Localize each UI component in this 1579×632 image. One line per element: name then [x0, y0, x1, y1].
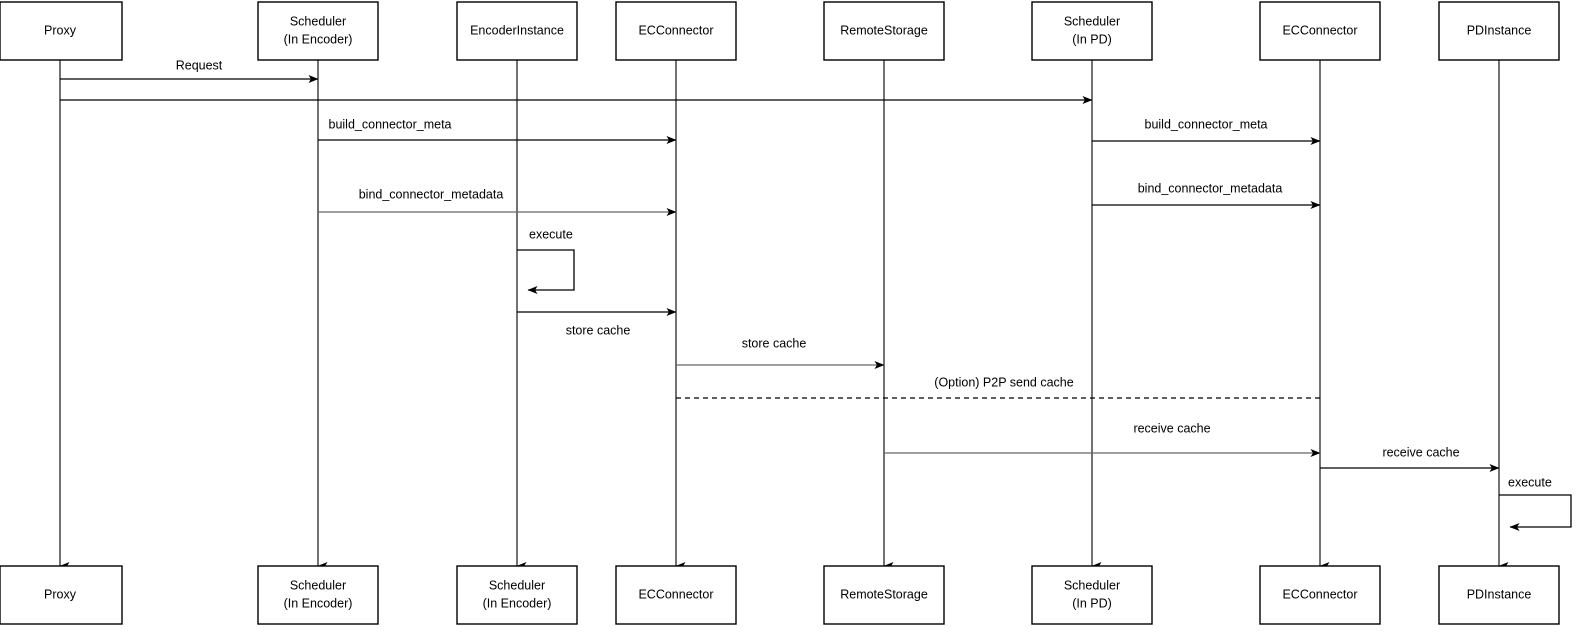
participant-box	[615, 1, 737, 61]
message-m9[interactable]: (Option) P2P send cache	[676, 375, 1320, 399]
participant-box	[1438, 1, 1560, 61]
participant-box	[257, 565, 379, 625]
self-message-arrow	[1499, 494, 1572, 531]
message-label: (Option) P2P send cache	[934, 375, 1073, 389]
lifelines-layer	[59, 60, 1509, 570]
participant-boxes-top: Proxy Scheduler (In Encoder) EncoderInstanc…	[0, 1, 1560, 61]
participant-label-line2: (In PD)	[1072, 596, 1112, 610]
message-label: receive cache	[1133, 421, 1210, 435]
message-label: build_connector_meta	[329, 117, 452, 131]
message-m5[interactable]: bind_connector_metadata	[318, 187, 677, 216]
message-label: build_connector_meta	[1145, 117, 1268, 131]
participant-label-line1: ECConnector	[1282, 587, 1357, 601]
participant-box	[823, 1, 945, 61]
message-m1[interactable]: Request	[60, 58, 319, 83]
message-label: bind_connector_metadata	[359, 187, 504, 201]
self-messages-layer: execute execute	[517, 227, 1572, 531]
participant-box	[1259, 565, 1381, 625]
participant-foot-pd-inst[interactable]: PDInstance	[1438, 565, 1560, 625]
participant-label-line2: (In Encoder)	[483, 596, 552, 610]
participant-label-line1: RemoteStorage	[840, 587, 928, 601]
participant-label-line1: Proxy	[44, 587, 77, 601]
participant-label-line1: RemoteStorage	[840, 23, 928, 37]
participant-label-line1: ECConnector	[638, 587, 713, 601]
message-m10[interactable]: receive cache	[884, 421, 1321, 457]
participant-foot-ecc-right[interactable]: ECConnector	[1259, 565, 1381, 625]
participant-box	[823, 565, 945, 625]
participant-foot-sched-enc[interactable]: Scheduler (In Encoder)	[257, 565, 379, 625]
participant-label-line1: Scheduler	[1064, 578, 1120, 592]
participant-box	[615, 565, 737, 625]
participant-boxes-bottom: Proxy Scheduler (In Encoder) Scheduler (In E…	[0, 565, 1560, 625]
participant-box	[0, 1, 123, 61]
self-message-s1[interactable]: execute	[517, 227, 575, 294]
message-label: bind_connector_metadata	[1138, 181, 1283, 195]
message-label: store cache	[566, 323, 631, 337]
participant-head-sched-enc[interactable]: Scheduler (In Encoder)	[257, 1, 379, 61]
self-message-arrow	[517, 249, 575, 294]
participant-label-line1: Scheduler	[290, 578, 346, 592]
participant-head-proxy[interactable]: Proxy	[0, 1, 123, 61]
self-message-label: execute	[1508, 475, 1552, 489]
participant-label-line1: ECConnector	[638, 23, 713, 37]
message-m6[interactable]: bind_connector_metadata	[1092, 181, 1321, 209]
participant-box	[0, 565, 123, 625]
self-message-s2[interactable]: execute	[1499, 475, 1572, 531]
participant-label-line1: Proxy	[44, 23, 77, 37]
participant-label-line1: ECConnector	[1282, 23, 1357, 37]
participant-label-line2: (In Encoder)	[284, 32, 353, 46]
participant-label-line1: EncoderInstance	[470, 23, 564, 37]
message-m3[interactable]: build_connector_meta	[318, 117, 677, 144]
participant-head-ecc-left[interactable]: ECConnector	[615, 1, 737, 61]
participant-head-sched-pd[interactable]: Scheduler (In PD)	[1031, 1, 1153, 61]
participant-box	[1031, 1, 1153, 61]
message-label: store cache	[742, 336, 807, 350]
participant-foot-sched-pd[interactable]: Scheduler (In PD)	[1031, 565, 1153, 625]
message-m8[interactable]: store cache	[676, 336, 885, 369]
participant-foot-ecc-left[interactable]: ECConnector	[615, 565, 737, 625]
participant-label-line1: PDInstance	[1467, 23, 1532, 37]
participant-box	[257, 1, 379, 61]
participant-head-encoder-inst[interactable]: EncoderInstance	[456, 1, 578, 61]
participant-foot-encoder-inst[interactable]: Scheduler (In Encoder)	[456, 565, 578, 625]
message-m4[interactable]: build_connector_meta	[1092, 117, 1321, 145]
messages-layer: Request build_connector_meta build_connect…	[60, 58, 1500, 472]
message-m7[interactable]: store cache	[517, 308, 677, 337]
participant-foot-proxy[interactable]: Proxy	[0, 565, 123, 625]
participant-label-line1: Scheduler	[489, 578, 545, 592]
participant-label-line1: Scheduler	[290, 14, 346, 28]
message-label: Request	[176, 58, 223, 72]
participant-label-line2: (In Encoder)	[284, 596, 353, 610]
participant-box	[1259, 1, 1381, 61]
participant-head-remote[interactable]: RemoteStorage	[823, 1, 945, 61]
message-label: receive cache	[1382, 445, 1459, 459]
participant-label-line1: PDInstance	[1467, 587, 1532, 601]
participant-box	[1438, 565, 1560, 625]
participant-label-line2: (In PD)	[1072, 32, 1112, 46]
participant-box	[1031, 565, 1153, 625]
participant-box	[456, 1, 578, 61]
participant-head-ecc-right[interactable]: ECConnector	[1259, 1, 1381, 61]
participant-label-line1: Scheduler	[1064, 14, 1120, 28]
message-m11[interactable]: receive cache	[1320, 445, 1500, 472]
participant-head-pd-inst[interactable]: PDInstance	[1438, 1, 1560, 61]
participant-foot-remote[interactable]: RemoteStorage	[823, 565, 945, 625]
self-message-label: execute	[529, 227, 573, 241]
participant-box	[456, 565, 578, 625]
